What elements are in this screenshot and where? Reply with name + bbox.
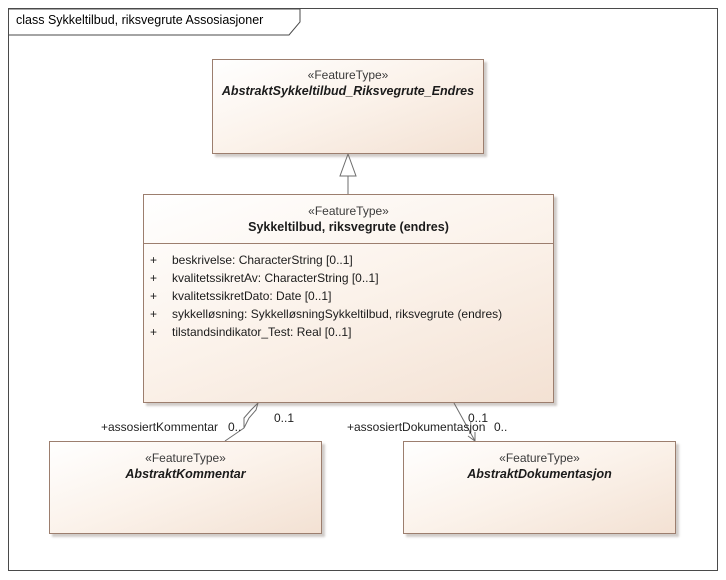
class-abstrakt-sykkeltilbud[interactable]: «FeatureType» AbstraktSykkeltilbud_Riksv… [212, 59, 484, 154]
role-assosiert-kommentar: +assosiertKommentar [101, 420, 219, 434]
class-stereotype: «FeatureType» [145, 451, 226, 465]
attribute-text: sykkelløsning: SykkelløsningSykkeltilbud… [172, 307, 503, 321]
attribute-visibility: + [150, 307, 158, 321]
class-abstrakt-kommentar[interactable]: «FeatureType» AbstraktKommentar [49, 441, 322, 534]
class-stereotype: «FeatureType» [307, 68, 389, 82]
attribute-text: kvalitetssikretDato: Date [0..1] [172, 289, 332, 303]
attribute-text: tilstandsindikator_Test: Real [0..1] [172, 325, 352, 339]
generalization-arrowhead [339, 152, 357, 177]
attribute-visibility: + [150, 271, 158, 285]
attribute-text: kvalitetssikretAv: CharacterString [0..1… [172, 271, 379, 285]
attribute-separator [144, 243, 553, 244]
frame-tab [9, 8, 301, 36]
aggregation-diamond [243, 401, 260, 429]
class-abstrakt-dokumentasjon[interactable]: «FeatureType» AbstraktDokumentasjon [403, 441, 676, 534]
class-stereotype: «FeatureType» [499, 451, 580, 465]
multiplicity-source-dokumentasjon: 0..1 [468, 411, 489, 425]
class-name: AbstraktKommentar [125, 467, 246, 481]
attribute-visibility: + [150, 325, 158, 339]
attribute-text: beskrivelse: CharacterString [0..1] [172, 253, 353, 267]
frame-label: class Sykkeltilbud, riksvegrute Assosias… [16, 13, 264, 27]
association-line-dokumentasjon [453, 402, 476, 442]
class-stereotype: «FeatureType» [308, 204, 389, 218]
multiplicity-source-kommentar: 0..1 [274, 411, 295, 425]
multiplicity-target-kommentar: 0.. [228, 420, 242, 434]
class-sykkeltilbud-riksvegrute[interactable]: «FeatureType» Sykkeltilbud, riksvegrute … [143, 194, 554, 403]
attribute-visibility: + [150, 253, 158, 267]
class-name: Sykkeltilbud, riksvegrute (endres) [248, 220, 449, 234]
association-line-kommentar [224, 427, 245, 442]
multiplicity-target-dokumentasjon: 0.. [494, 420, 508, 434]
class-name: AbstraktDokumentasjon [467, 467, 612, 481]
attribute-visibility: + [150, 289, 158, 303]
role-assosiert-dokumentasjon: +assosiertDokumentasjon [347, 420, 486, 434]
class-name: AbstraktSykkeltilbud_Riksvegrute_Endres [221, 84, 475, 98]
